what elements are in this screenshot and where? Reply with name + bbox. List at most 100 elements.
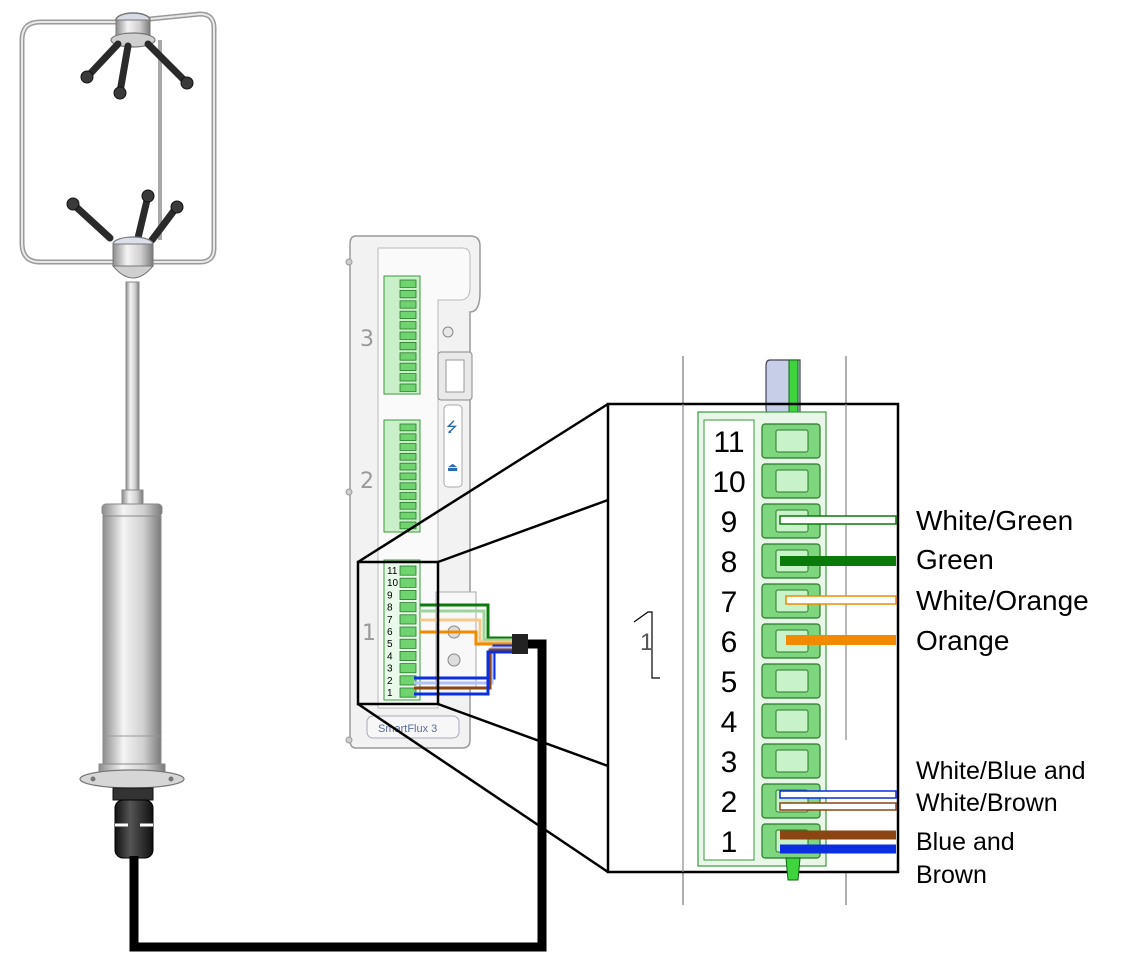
housing-top-ring — [101, 503, 163, 517]
terminal-slot — [399, 501, 417, 510]
terminal-slot — [399, 383, 417, 392]
cable-gland — [512, 634, 528, 654]
terminal-block-2 — [383, 419, 421, 533]
mount-hole — [345, 736, 353, 744]
pin-number: 9 — [721, 506, 738, 539]
zoom-frame — [606, 402, 900, 874]
label-pin2-line2: White/Brown — [916, 789, 1058, 817]
zoom-projection-lines — [357, 402, 609, 874]
terminal-slot — [399, 462, 417, 471]
label-pin8: Green — [916, 544, 994, 575]
label-pin6: Orange — [916, 625, 1009, 656]
port-label-1: 1 — [362, 621, 376, 646]
pin-number: 10 — [712, 466, 745, 499]
pin-number: 2 — [721, 786, 738, 819]
anemometer-cable — [129, 639, 547, 952]
zoom-wires — [779, 515, 897, 854]
transducer-tip — [80, 70, 94, 84]
terminal-slot — [399, 626, 417, 637]
terminal-slot — [399, 310, 417, 320]
small-pin-number: 10 — [387, 578, 399, 589]
wire-white-blue — [779, 790, 897, 799]
pin-number: 7 — [721, 586, 738, 619]
wire-white-brown — [779, 802, 897, 811]
pin-number: 6 — [721, 626, 738, 659]
sonic-anemometer — [19, 11, 217, 859]
flange-hole — [168, 776, 174, 782]
terminal-slot — [399, 482, 417, 490]
pin-number: 5 — [721, 666, 738, 699]
bottom-transducers — [70, 192, 180, 244]
terminal-pin-hole — [775, 709, 809, 733]
terminal-slot — [399, 590, 417, 601]
small-pin-number: 7 — [387, 615, 393, 626]
anemometer-frame-right-highlight — [139, 12, 215, 263]
pin-number: 11 — [713, 426, 744, 459]
transducer-tip — [180, 76, 194, 90]
terminal-slot — [399, 565, 417, 576]
anemometer-frame-left-highlight — [21, 21, 130, 263]
bottom-hub-body — [112, 243, 154, 267]
terminal-slot — [399, 321, 417, 330]
terminal-slot — [399, 675, 417, 686]
anemometer-mast — [125, 281, 140, 495]
usb-icon: ⭍ — [446, 420, 458, 436]
terminal-slot — [399, 602, 417, 613]
mount-hole — [345, 258, 353, 266]
wire-white-orange — [785, 595, 897, 605]
usb-panel — [443, 404, 463, 488]
pin-number: 1 — [721, 826, 738, 859]
ethernet-led — [447, 653, 461, 667]
cable-connector — [114, 799, 154, 859]
terminal-slot — [399, 511, 417, 520]
terminal-slot — [399, 687, 417, 698]
flange-hole — [90, 776, 96, 782]
wire-white-green — [779, 515, 897, 525]
label-pin7: White/Orange — [916, 585, 1089, 616]
status-led — [442, 326, 454, 338]
terminal-pin-hole — [775, 749, 809, 773]
terminal-slot — [399, 423, 417, 432]
small-pin-number: 2 — [387, 676, 393, 687]
zoom-port-label: 1 — [640, 629, 653, 656]
electronics-housing — [102, 515, 162, 773]
port-bracket — [633, 611, 660, 679]
port-label-2: 2 — [360, 469, 374, 494]
label-pin9: White/Green — [916, 505, 1073, 536]
terminal-slot — [399, 663, 417, 674]
transducer-tip — [141, 189, 155, 203]
top-hub-base — [110, 32, 156, 48]
terminal-slot — [399, 443, 417, 451]
small-pin-number: 3 — [387, 664, 393, 675]
wire-labels: White/Green Green White/Orange Orange Wh… — [916, 505, 1089, 889]
terminal-pin-hole — [775, 469, 809, 493]
label-pin2-line1: White/Blue and — [916, 757, 1086, 785]
terminal-slot — [399, 472, 417, 481]
pin-number-strip — [703, 419, 755, 861]
mast-collar — [121, 489, 144, 505]
pin-number: 8 — [721, 546, 738, 579]
terminal-slot — [399, 452, 417, 461]
port-label-3: 3 — [360, 327, 374, 352]
terminal-slot — [399, 300, 417, 309]
pin-number: 3 — [721, 746, 738, 779]
brand-plate — [366, 715, 460, 739]
small-pin-number: 11 — [387, 566, 398, 577]
terminal-block-3 — [383, 275, 421, 395]
small-pin-number: 5 — [387, 639, 393, 650]
terminal-slot — [399, 492, 417, 500]
device-wires — [414, 603, 516, 696]
terminal-slot — [399, 651, 417, 662]
terminal-slot — [399, 362, 417, 372]
terminal-slot — [399, 352, 417, 361]
zoom-source-box — [356, 560, 440, 706]
terminal-pin-hole — [775, 669, 809, 693]
small-pin-number: 6 — [387, 627, 393, 638]
small-pin-number: 4 — [387, 651, 393, 662]
bottom-latch — [785, 857, 801, 881]
label-pin1-line2: Brown — [916, 861, 987, 889]
terminal-slot — [399, 614, 417, 625]
